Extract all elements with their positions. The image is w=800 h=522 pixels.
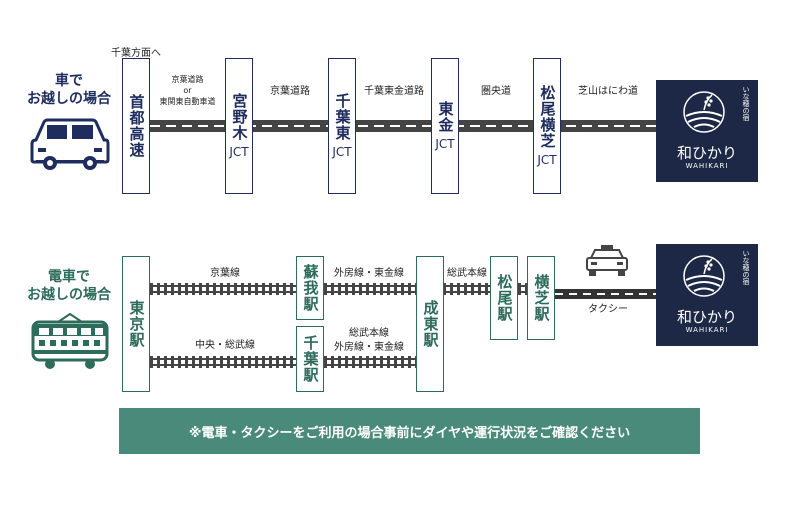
rail-chuo-sobu — [150, 356, 296, 368]
train-title-line1: 電車で — [48, 269, 90, 285]
station-soga: 蘇我駅 — [296, 256, 324, 320]
station-tokyo: 東京駅 — [122, 256, 150, 392]
taxi-icon — [586, 245, 628, 276]
car-station-miyanogi-jct: JCT — [229, 145, 249, 159]
station-chiba-name: 千葉駅 — [301, 335, 320, 383]
destination-name-car: 和ひかり — [676, 144, 737, 162]
car-seg4-label: 圏央道 — [481, 86, 511, 97]
car-seg1-label: 京葉道路 or 東関東自動車道 — [150, 74, 225, 107]
car-seg2-label: 京葉道路 — [270, 86, 310, 97]
rail-keiyo — [150, 283, 296, 295]
rail-sotobo-lower — [324, 356, 416, 368]
car-seg1-line2: or — [183, 86, 192, 95]
car-section-title: 車で お越しの場合 — [14, 72, 124, 108]
rice-field-emblem-icon — [683, 255, 725, 297]
car-seg1-line3: 東関東自動車道 — [159, 97, 216, 106]
car-station-togane-jct: JCT — [435, 137, 455, 151]
station-naruto-name: 成東駅 — [421, 300, 440, 348]
station-matsuo-name: 松尾駅 — [495, 274, 514, 322]
car-seg5-label: 芝山はにわ道 — [578, 86, 638, 97]
rail-sobu-main — [443, 283, 491, 295]
car-title-line1: 車で — [55, 73, 83, 89]
label-taxi: タクシー — [588, 304, 628, 315]
label-sobu-main-lower: 総武本線 — [349, 328, 389, 339]
car-station-togane-name: 東金 — [436, 101, 455, 133]
rail-matsuo-yokoshiba — [518, 283, 528, 295]
station-chiba: 千葉駅 — [296, 326, 324, 392]
label-sotobo-togane-upper: 外房線・東金線 — [334, 268, 404, 279]
car-station-matsuoyokoshiba-jct: JCT — [537, 153, 557, 167]
station-yokoshiba-name: 横芝駅 — [532, 274, 551, 322]
rail-sotobo-upper — [324, 283, 416, 295]
car-station-togane: 東金 JCT — [431, 58, 459, 194]
train-section-title: 電車で お越しの場合 — [14, 268, 124, 304]
car-station-chibahigashi-jct: JCT — [332, 145, 352, 159]
car-road — [150, 120, 660, 132]
car-start-note: 千葉方面へ — [111, 48, 161, 59]
label-keiyo-line: 京葉線 — [210, 268, 240, 279]
station-matsuo: 松尾駅 — [490, 256, 518, 340]
station-yokoshiba: 横芝駅 — [527, 256, 555, 340]
destination-roman-car: WAHIKARI — [685, 162, 729, 170]
destination-name-train: 和ひかり — [676, 308, 737, 326]
destination-tag-car: いな穂の宿 — [742, 86, 750, 121]
car-station-shuto-name: 首都高速 — [127, 94, 146, 158]
car-station-shuto: 首都高速 — [122, 58, 150, 194]
rice-field-emblem-icon — [683, 91, 725, 133]
car-seg1-line1: 京葉道路 — [171, 75, 204, 84]
car-station-chibahigashi-name: 千葉東 — [333, 93, 352, 141]
notice-banner: ※電車・タクシーをご利用の場合事前にダイヤや運行状況をご確認ください — [119, 408, 700, 454]
destination-logo-train: いな穂の宿 和ひかり WAHIKARI — [656, 244, 758, 346]
station-soga-name: 蘇我駅 — [301, 264, 320, 312]
destination-logo-car: いな穂の宿 和ひかり WAHIKARI — [656, 80, 758, 182]
car-icon — [30, 118, 110, 170]
label-sotobo-togane-lower: 外房線・東金線 — [334, 342, 404, 353]
train-icon — [31, 312, 109, 369]
station-naruto: 成東駅 — [416, 256, 444, 392]
train-title-line2: お越しの場合 — [27, 287, 111, 303]
destination-tag-train: いな穂の宿 — [742, 250, 750, 285]
car-station-chibahigashi: 千葉東 JCT — [328, 58, 356, 194]
car-title-line2: お越しの場合 — [27, 91, 111, 107]
car-station-matsuoyokoshiba-name: 松尾横芝 — [538, 85, 557, 149]
label-sobu-main: 総武本線 — [447, 268, 487, 279]
car-station-miyanogi: 宮野木 JCT — [225, 58, 253, 194]
taxi-road — [555, 289, 657, 299]
car-seg3-label: 千葉東金道路 — [364, 86, 424, 97]
label-chuo-sobu-line: 中央・総武線 — [195, 340, 255, 351]
station-tokyo-name: 東京駅 — [127, 300, 146, 348]
car-station-miyanogi-name: 宮野木 — [230, 93, 249, 141]
destination-roman-train: WAHIKARI — [685, 326, 729, 334]
car-station-matsuoyokoshiba: 松尾横芝 JCT — [533, 58, 561, 194]
